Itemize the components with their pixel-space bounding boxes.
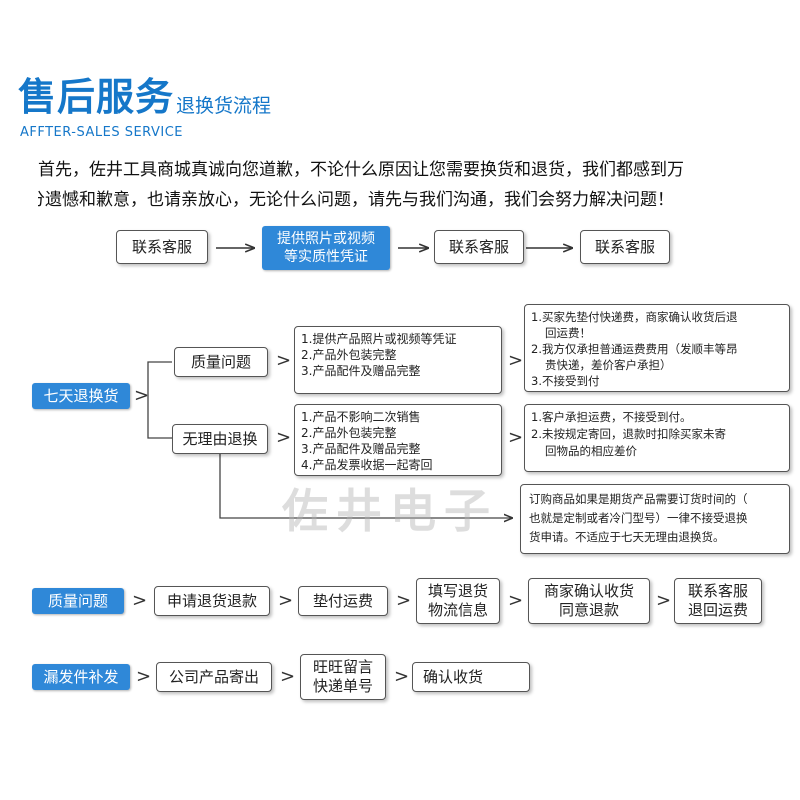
seven-day-return-label: 七天退换货 bbox=[32, 383, 130, 409]
condition-item: 3.产品配件及赠品完整 bbox=[301, 442, 421, 456]
page-subtitle: 退换货流程 bbox=[176, 95, 272, 117]
condition-item: 2.产品外包装完整 bbox=[301, 348, 397, 362]
policy-item: 2.我方仅承担普通运费费用（发顺丰等昂 bbox=[531, 342, 738, 356]
box-label: 质量问题 bbox=[47, 591, 108, 610]
box-label-line: 同意退款 bbox=[558, 601, 619, 619]
branch-line bbox=[147, 361, 172, 396]
policy-item: 3.不接受到付 bbox=[531, 374, 600, 388]
merchant-confirm-box: 商家确认收货 同意退款 bbox=[528, 578, 650, 624]
chevron-right-icon: > bbox=[394, 666, 410, 687]
chevron-right-icon: > bbox=[656, 590, 672, 611]
no-reason-conditions-box: 1.产品不影响二次销售 2.产品外包装完整 3.产品配件及赠品完整 4.产品发票… bbox=[294, 404, 502, 476]
box-label: 无理由退换 bbox=[182, 429, 258, 448]
chevron-right-icon: > bbox=[508, 590, 524, 611]
intro-line-1: 首先，佐井工具商城真诚向您道歉，不论什么原因让您需要换货和退货，我们都感到万 bbox=[38, 160, 684, 180]
policy-item: 回物品的相应差价 bbox=[545, 444, 637, 458]
contact-refund-box: 联系客服 退回运费 bbox=[674, 578, 762, 624]
box-label-line: 物流信息 bbox=[427, 601, 488, 619]
chevron-right-icon: > bbox=[280, 666, 296, 687]
quality-issue-box: 质量问题 bbox=[174, 347, 268, 377]
watermark: 佐井电子 bbox=[282, 484, 498, 538]
chevron-right-icon: > bbox=[132, 590, 148, 611]
chevron-right-icon: > bbox=[276, 427, 292, 448]
no-reason-return-box: 无理由退换 bbox=[172, 424, 268, 454]
top-flow-contact-service-2: 联系客服 bbox=[434, 230, 524, 264]
chevron-right-icon: > bbox=[134, 385, 150, 406]
policy-item: 2.未按规定寄回，退款时扣除买家未寄 bbox=[531, 427, 726, 441]
note-line: 货申请。不适应于七天无理由退换货。 bbox=[529, 530, 725, 544]
policy-item: 1.客户承担运费，不接受到付。 bbox=[531, 410, 692, 424]
box-label: 质量问题 bbox=[190, 352, 251, 371]
box-label: 联系客服 bbox=[448, 237, 509, 256]
quality-conditions-box: 1.提供产品照片或视频等凭证 2.产品外包装完整 3.产品配件及赠品完整 bbox=[294, 326, 502, 394]
chevron-right-icon: > bbox=[136, 666, 152, 687]
box-label: 确认收货 bbox=[423, 667, 484, 686]
branch-line bbox=[147, 396, 172, 439]
condition-item: 2.产品外包装完整 bbox=[301, 426, 397, 440]
quality-flow-label: 质量问题 bbox=[32, 588, 124, 614]
confirm-receipt-box: 确认收货 bbox=[412, 662, 530, 692]
chevron-right-icon: > bbox=[278, 590, 294, 611]
prepay-shipping-box: 垫付运费 bbox=[298, 586, 388, 616]
box-label: 联系客服 bbox=[131, 237, 192, 256]
box-label-line: 联系客服 bbox=[687, 582, 748, 600]
policy-item: 1.买家先垫付快递费，商家确认收货后退 bbox=[531, 310, 738, 324]
intro-line-2: 分遗憾和歉意，也请亲放心，无论什么问题，请先与我们沟通，我们会努力解决问题！ bbox=[38, 190, 674, 210]
box-label-line: 填写退货 bbox=[427, 582, 488, 600]
quality-policy-box: 1.买家先垫付快递费，商家确认收货后退 回运费！ 2.我方仅承担普通运费费用（发… bbox=[524, 304, 790, 392]
box-label-line: 快递单号 bbox=[312, 677, 373, 695]
policy-item: 回运费！ bbox=[545, 326, 591, 340]
box-label: 公司产品寄出 bbox=[168, 667, 259, 686]
chevron-right-icon: > bbox=[508, 427, 524, 448]
box-label: 垫付运费 bbox=[312, 591, 373, 610]
fill-logistics-box: 填写退货 物流信息 bbox=[416, 578, 500, 624]
top-flow-contact-service-3: 联系客服 bbox=[580, 230, 670, 264]
box-label-line: 旺旺留言 bbox=[312, 658, 373, 676]
box-label-line: 退回运费 bbox=[687, 601, 748, 619]
missing-flow-label: 漏发件补发 bbox=[32, 664, 130, 690]
top-flow-contact-service-1: 联系客服 bbox=[116, 230, 208, 264]
policy-item: 贵快递，差价客户承担） bbox=[545, 358, 672, 372]
condition-item: 3.产品配件及赠品完整 bbox=[301, 364, 421, 378]
company-ship-box: 公司产品寄出 bbox=[156, 662, 272, 692]
futures-note-box: 订购商品如果是期货产品需要订货时间的（ 也就是定制或者冷门型号）一律不接受退换 … bbox=[520, 484, 790, 554]
box-label: 联系客服 bbox=[594, 237, 655, 256]
box-label: 漏发件补发 bbox=[43, 667, 119, 686]
note-line: 也就是定制或者冷门型号）一律不接受退换 bbox=[529, 511, 748, 525]
box-label-line: 提供照片或视频 bbox=[277, 231, 375, 247]
box-label-line: 等实质性凭证 bbox=[284, 249, 368, 265]
chevron-right-icon: > bbox=[508, 350, 524, 371]
box-label-line: 商家确认收货 bbox=[543, 582, 634, 600]
page-title: 售后服务 bbox=[18, 75, 175, 119]
chevron-right-icon: > bbox=[276, 350, 292, 371]
wangwang-message-box: 旺旺留言 快递单号 bbox=[300, 654, 386, 700]
box-label: 申请退货退款 bbox=[166, 591, 257, 610]
page-title-english: AFFTER-SALES SERVICE bbox=[20, 125, 184, 140]
apply-refund-box: 申请退货退款 bbox=[154, 586, 270, 616]
chevron-right-icon: > bbox=[396, 590, 412, 611]
note-line: 订购商品如果是期货产品需要订货时间的（ bbox=[529, 492, 748, 506]
top-flow-provide-evidence: 提供照片或视频 等实质性凭证 bbox=[262, 226, 390, 270]
no-reason-policy-box: 1.客户承担运费，不接受到付。 2.未按规定寄回，退款时扣除买家未寄 回物品的相… bbox=[524, 404, 790, 472]
condition-item: 1.产品不影响二次销售 bbox=[301, 410, 421, 424]
intro-paragraph: 首先，佐井工具商城真诚向您道歉，不论什么原因让您需要换货和退货，我们都感到万 分… bbox=[38, 155, 800, 215]
condition-item: 1.提供产品照片或视频等凭证 bbox=[301, 332, 457, 346]
condition-item: 4.产品发票收据一起寄回 bbox=[301, 458, 433, 472]
box-label: 七天退换货 bbox=[43, 386, 119, 405]
